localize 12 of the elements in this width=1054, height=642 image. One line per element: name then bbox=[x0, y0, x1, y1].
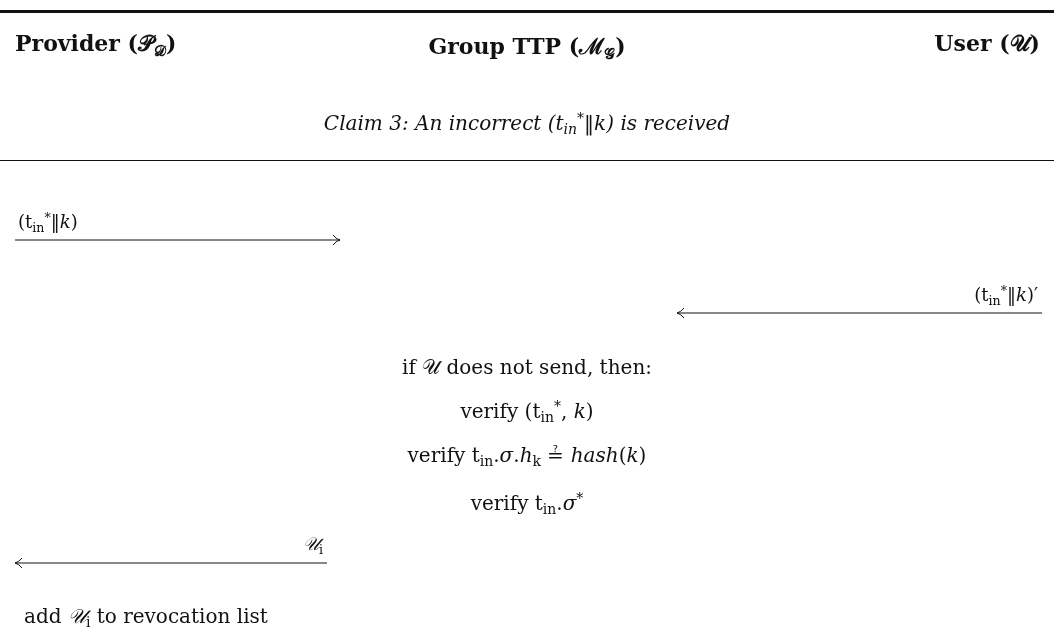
message-label: 𝒰$_{i}$ bbox=[302, 533, 323, 557]
message-label: (t$_{in}$$^{*}$‖k) bbox=[18, 210, 78, 236]
protocol-step: verify t$_{in}$.σ$^{*}$ bbox=[470, 490, 584, 518]
party-heading: User (𝒰) bbox=[934, 30, 1040, 56]
protocol-step: if 𝒰 does not send, then: bbox=[402, 355, 652, 379]
protocol-step: verify (t$_{in}$$^{*}$, k) bbox=[460, 398, 594, 426]
section-heading: Claim 3: An incorrect (t$_{in}$$^{*}$‖k) is received bbox=[323, 110, 731, 138]
party-heading: Group TTP (ℳ$_{𝒢}$) bbox=[428, 32, 626, 63]
protocol-step: verify t$_{in}$.σ.h$_{k}$ ≟ hash(k) bbox=[407, 443, 647, 470]
party-heading: Provider (𝒫$_{𝒟}$) bbox=[15, 30, 177, 60]
protocol-step: add 𝒰$_{i}$ to revocation list bbox=[24, 604, 268, 631]
message-label: (t$_{in}$$^{*}$‖k)′ bbox=[974, 283, 1038, 309]
